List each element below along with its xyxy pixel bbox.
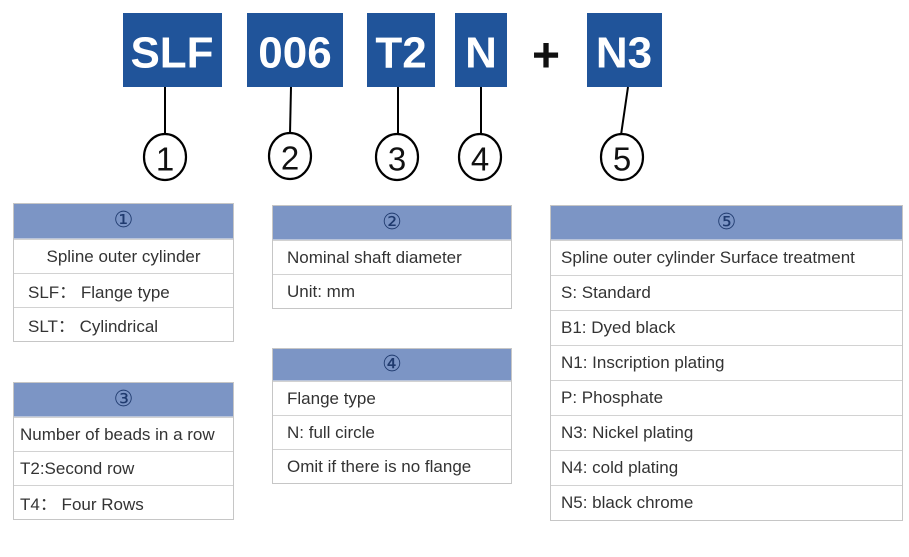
circled-number-2: ②: [382, 209, 402, 235]
legend-table-5-row: Spline outer cylinder Surface treatment: [551, 240, 902, 275]
code-box-3: [367, 13, 435, 87]
legend-table-4-row: N: full circle: [273, 415, 511, 449]
circle-marker-5-digit: 5: [613, 141, 631, 178]
legend-table-3-row: Number of beads in a row: [14, 417, 233, 451]
legend-table-5-row: N5: black chrome: [551, 485, 902, 520]
code-box-4: [455, 13, 507, 87]
legend-table-3-row: T4： Four Rows: [14, 485, 233, 519]
legend-table-4-header: ④: [273, 349, 511, 381]
legend-table-3: ③ Number of beads in a row T2:Second row…: [13, 382, 234, 520]
legend-table-2-header: ②: [273, 206, 511, 240]
part-number-diagram: SLF 006 T2 N N3 + 1 2 3 4 5: [123, 13, 662, 182]
code-box-5: [587, 13, 662, 87]
legend-table-5: ⑤ Spline outer cylinder Surface treatmen…: [550, 205, 903, 521]
circle-marker-3-digit: 3: [388, 141, 406, 178]
legend-table-5-row: P: Phosphate: [551, 380, 902, 415]
legend-table-2: ② Nominal shaft diameter Unit: mm: [272, 205, 512, 309]
legend-table-4: ④ Flange type N: full circle Omit if the…: [272, 348, 512, 484]
circle-marker-4: [457, 132, 503, 182]
code-box-1-label: SLF: [130, 29, 213, 78]
code-box-5-label: N3: [596, 29, 652, 78]
connector-line-2: [289, 86, 292, 135]
legend-table-3-row: T2:Second row: [14, 451, 233, 485]
circle-marker-2: [267, 131, 313, 181]
code-box-2-label: 006: [258, 29, 331, 78]
legend-table-1: ① Spline outer cylinder SLF： Flange type…: [13, 203, 234, 342]
code-box-1: [123, 13, 222, 87]
circle-marker-2-digit: 2: [281, 140, 299, 177]
circled-number-3: ③: [113, 386, 134, 412]
legend-table-1-row: SLT： Cylindrical: [14, 307, 233, 341]
legend-table-2-row: Unit: mm: [273, 274, 511, 308]
legend-table-5-row: N4: cold plating: [551, 450, 902, 485]
legend-table-5-row: N1: Inscription plating: [551, 345, 902, 380]
legend-table-1-row: SLF： Flange type: [14, 273, 233, 307]
connector-line-5: [620, 86, 629, 136]
circled-number-4: ④: [382, 351, 402, 377]
legend-table-4-row: Flange type: [273, 381, 511, 415]
legend-table-5-row: N3: Nickel plating: [551, 415, 902, 450]
legend-table-5-header: ⑤: [551, 206, 902, 240]
circle-marker-5: [599, 132, 645, 182]
legend-table-2-row: Nominal shaft diameter: [273, 240, 511, 274]
circled-number-5: ⑤: [716, 209, 737, 235]
legend-table-4-row: Omit if there is no flange: [273, 449, 511, 483]
code-box-4-label: N: [465, 29, 497, 78]
code-box-3-label: T2: [375, 29, 426, 78]
legend-table-1-header: ①: [14, 204, 233, 239]
legend-table-5-row: B1: Dyed black: [551, 310, 902, 345]
circle-marker-3: [374, 132, 420, 182]
plus-separator: +: [532, 30, 560, 83]
legend-table-3-header: ③: [14, 383, 233, 417]
legend-table-1-row: Spline outer cylinder: [14, 239, 233, 273]
legend-table-5-row: S: Standard: [551, 275, 902, 310]
circled-number-1: ①: [113, 208, 134, 233]
circle-marker-4-digit: 4: [471, 141, 489, 178]
circle-marker-1: [142, 132, 188, 182]
code-box-2: [247, 13, 343, 87]
circle-marker-1-digit: 1: [156, 141, 174, 178]
